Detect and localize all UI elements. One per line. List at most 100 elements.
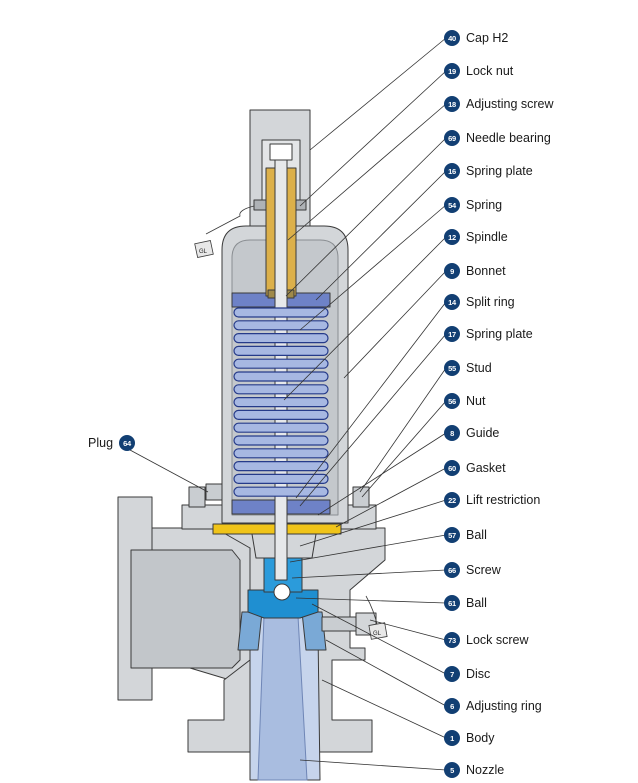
callout-spring: 54 Spring bbox=[444, 196, 502, 214]
callout-number-badge: 22 bbox=[444, 492, 460, 508]
callout-number-badge: 18 bbox=[444, 96, 460, 112]
callout-body: 1 Body bbox=[444, 729, 495, 747]
callout-text: Nut bbox=[466, 394, 486, 408]
callout-spring-plate-top: 16 Spring plate bbox=[444, 162, 533, 180]
callout-number-badge: 1 bbox=[444, 730, 460, 746]
callout-number-badge: 16 bbox=[444, 163, 460, 179]
callout-adjusting-screw: 18 Adjusting screw bbox=[444, 95, 554, 113]
seal-tag-bottom bbox=[368, 622, 388, 640]
spring-coil bbox=[233, 345, 329, 356]
callout-text: Lock nut bbox=[466, 64, 514, 78]
callout-lift-restriction: 22 Lift restriction bbox=[444, 491, 540, 509]
callout-text: Gasket bbox=[466, 461, 506, 475]
leader-line bbox=[361, 400, 447, 498]
spring-coil bbox=[233, 320, 329, 331]
spring-coil bbox=[233, 409, 329, 420]
callout-text: Body bbox=[466, 731, 495, 745]
callout-text: Needle bearing bbox=[466, 131, 551, 145]
callout-number-badge: 55 bbox=[444, 360, 460, 376]
callout-number-badge: 6 bbox=[444, 698, 460, 714]
callout-spring-plate-bottom: 17 Spring plate bbox=[444, 325, 533, 343]
callout-needle-bearing: 69 Needle bearing bbox=[444, 129, 551, 147]
leader-line bbox=[299, 333, 447, 507]
callout-text: Spring plate bbox=[466, 327, 533, 341]
callout-text: Spring bbox=[466, 198, 503, 212]
leader-line bbox=[295, 301, 447, 499]
leader-line bbox=[299, 70, 447, 207]
adjusting-ring bbox=[237, 611, 263, 651]
callout-plug: Plug 64 bbox=[88, 434, 136, 452]
leader-line bbox=[359, 367, 447, 493]
spring-coil bbox=[233, 473, 329, 484]
leader-line bbox=[287, 103, 447, 241]
callout-text: Nozzle bbox=[466, 763, 505, 777]
callout-number-badge: 17 bbox=[444, 326, 460, 342]
callout-number-badge: 69 bbox=[444, 130, 460, 146]
spring-coil bbox=[233, 371, 329, 382]
seal-tag-top bbox=[194, 240, 214, 258]
leader-line bbox=[325, 639, 447, 707]
callout-ball-upper: 57 Ball bbox=[444, 526, 487, 544]
callout-number-badge: 57 bbox=[444, 527, 460, 543]
callout-text: Cap H2 bbox=[466, 31, 509, 45]
spring-coil bbox=[233, 384, 329, 395]
leader-line bbox=[335, 467, 447, 528]
callout-number-badge: 64 bbox=[119, 435, 136, 451]
callout-number-badge: 73 bbox=[444, 632, 460, 648]
stud-left bbox=[188, 486, 206, 508]
callout-cap-h2: 40 Cap H2 bbox=[444, 29, 508, 47]
spring bbox=[233, 307, 329, 497]
callout-ball-lower: 61 Ball bbox=[444, 594, 487, 612]
seal-wire-top bbox=[205, 205, 255, 235]
callout-number-badge: 40 bbox=[444, 30, 460, 46]
callout-stud: 55 Stud bbox=[444, 359, 492, 377]
leader-line bbox=[299, 204, 447, 331]
leader-line bbox=[299, 759, 447, 771]
callout-text: Plug bbox=[88, 436, 114, 450]
leader-line bbox=[283, 236, 447, 401]
callout-number-badge: 5 bbox=[444, 762, 460, 778]
cap-top-nut bbox=[269, 143, 293, 161]
callout-lock-nut: 19 Lock nut bbox=[444, 62, 513, 80]
callout-number-badge: 54 bbox=[444, 197, 460, 213]
leader-line bbox=[295, 597, 447, 604]
ball bbox=[273, 583, 291, 601]
callout-text: Adjusting ring bbox=[466, 699, 542, 713]
leader-line bbox=[289, 534, 447, 563]
callout-text: Spring plate bbox=[466, 164, 533, 178]
callout-number-badge: 12 bbox=[444, 229, 460, 245]
leader-line-plug bbox=[129, 449, 209, 493]
callout-text: Ball bbox=[466, 596, 487, 610]
spring-coil bbox=[233, 422, 329, 433]
seal-tag-top-text: GL bbox=[199, 249, 208, 255]
callout-text: Lift restriction bbox=[466, 493, 541, 507]
leader-line bbox=[343, 270, 447, 379]
spring-coil bbox=[233, 448, 329, 459]
callout-text: Screw bbox=[466, 563, 501, 577]
callout-number-badge: 14 bbox=[444, 294, 460, 310]
leader-line bbox=[285, 137, 447, 297]
callout-number-badge: 9 bbox=[444, 263, 460, 279]
leader-line bbox=[369, 619, 447, 641]
callout-number-badge: 8 bbox=[444, 425, 460, 441]
leader-line bbox=[309, 37, 447, 151]
callout-number-badge: 60 bbox=[444, 460, 460, 476]
leader-line bbox=[291, 569, 447, 579]
callout-text: Stud bbox=[466, 361, 492, 375]
seal-tag-bottom-text: GL bbox=[373, 631, 382, 637]
callout-text: Adjusting screw bbox=[466, 97, 554, 111]
callout-text: Ball bbox=[466, 528, 487, 542]
callout-number-badge: 19 bbox=[444, 63, 460, 79]
spring-coil bbox=[233, 486, 329, 497]
spindle bbox=[274, 159, 288, 581]
callout-number-badge: 61 bbox=[444, 595, 460, 611]
